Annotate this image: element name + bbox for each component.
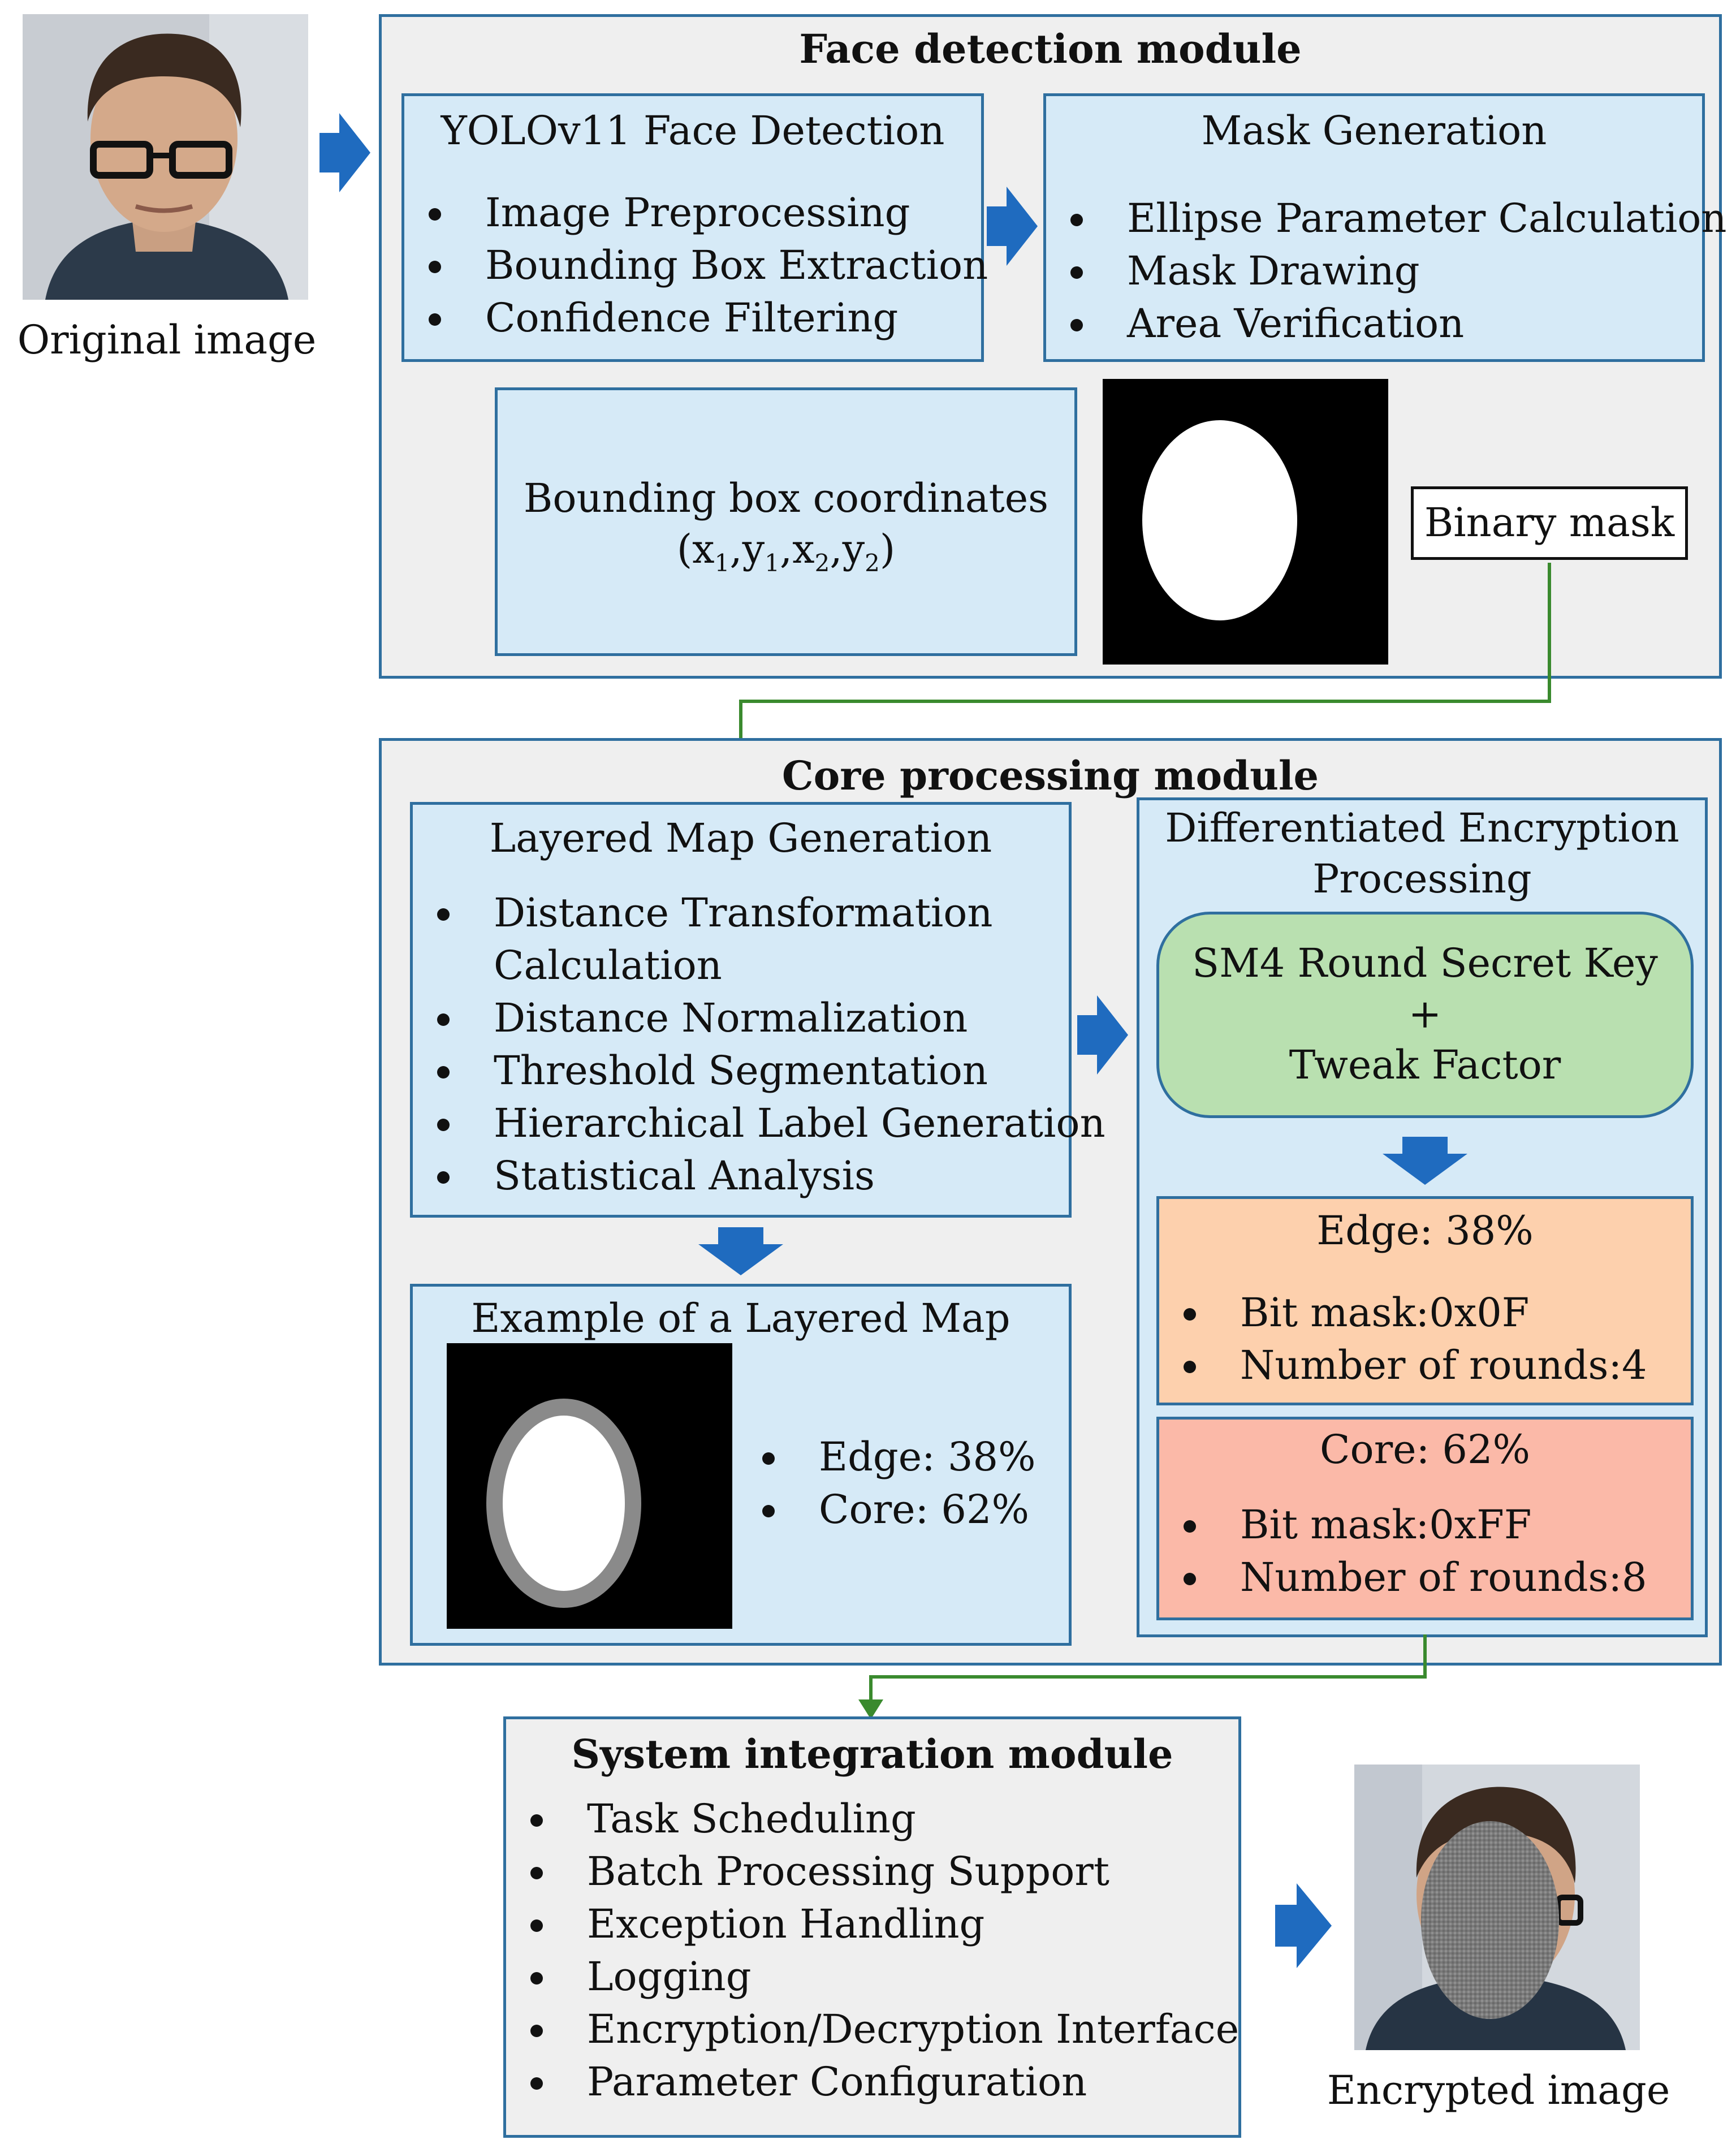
list-item: Bit mask:0x0F: [1173, 1287, 1647, 1339]
list-item: Number of rounds:4: [1173, 1339, 1647, 1392]
list-item: Distance Normalization: [427, 992, 1105, 1045]
list-item: Ellipse Parameter Calculation: [1060, 192, 1726, 245]
list-item: Core: 62%: [752, 1483, 1036, 1536]
yolo-box: YOLOv11 Face Detection Image Preprocessi…: [401, 93, 988, 362]
diff-title-line2: Processing: [1312, 856, 1532, 902]
core-params-list: Bit mask:0xFF Number of rounds:8: [1173, 1499, 1647, 1604]
diff-title-line1: Differentiated Encryption: [1165, 805, 1679, 851]
example-title: Example of a Layered Map: [471, 1295, 1010, 1341]
mask-generation-box: Mask Generation Ellipse Parameter Calcul…: [1043, 93, 1726, 362]
layered-map-image: [447, 1343, 732, 1629]
connector-line: [728, 563, 1551, 800]
list-item: Task Scheduling: [520, 1793, 1239, 1845]
list-item: Edge: 38%: [752, 1431, 1036, 1483]
arrow-right-icon: [1275, 1883, 1332, 1968]
encrypted-image-caption: Encrypted image: [1327, 2067, 1670, 2113]
mask-generation-list: Ellipse Parameter Calculation Mask Drawi…: [1060, 192, 1726, 350]
list-item: Exception Handling: [520, 1898, 1239, 1951]
list-item: Distance Transformation: [427, 887, 1105, 939]
yolo-title: YOLOv11 Face Detection: [441, 107, 945, 154]
mask-generation-title: Mask Generation: [1201, 107, 1547, 154]
list-item: Logging: [520, 1951, 1239, 2003]
binary-mask-image: [1103, 379, 1388, 665]
arrow-right-icon: [1077, 995, 1128, 1075]
list-item: Encryption/Decryption Interface: [520, 2003, 1239, 2056]
edge-list: Bit mask:0x0F Number of rounds:4: [1173, 1287, 1647, 1392]
layered-map-box: Layered Map Generation Distance Transfor…: [410, 802, 1105, 1218]
secret-key-box: SM4 Round Secret Key + Tweak Factor: [1156, 912, 1694, 1118]
arrow-down-icon: [1383, 1137, 1467, 1185]
arrow-down-icon: [698, 1227, 783, 1275]
bounding-box-coordinates-box: Bounding box coordinates (x1,y1,x2,y2): [495, 387, 1077, 656]
connector-line: [858, 1634, 1427, 1719]
list-item: Threshold Segmentation: [427, 1045, 1105, 1097]
bbox-line1: Bounding box coordinates: [523, 475, 1049, 521]
list-item: Confidence Filtering: [418, 292, 988, 344]
core-title: Core processing module: [781, 752, 1319, 799]
original-image-caption: Original image: [17, 317, 317, 363]
list-item: Parameter Configuration: [520, 2056, 1239, 2108]
core-params-box: Core: 62% Bit mask:0xFF Number of rounds…: [1156, 1417, 1694, 1620]
arrow-right-icon: [987, 187, 1038, 266]
list-item: Bounding Box Extraction: [418, 239, 988, 292]
system-title: System integration module: [571, 1731, 1173, 1778]
core-params-title: Core: 62%: [1319, 1426, 1530, 1473]
list-item: Statistical Analysis: [427, 1150, 1105, 1202]
bbox-line2: (x1,y1,x2,y2): [676, 526, 896, 577]
yolo-list: Image Preprocessing Bounding Box Extract…: [418, 187, 988, 344]
list-item: Bit mask:0xFF: [1173, 1499, 1647, 1551]
arrow-right-icon: [319, 113, 370, 192]
list-item: Number of rounds:8: [1173, 1551, 1647, 1604]
list-item: Image Preprocessing: [418, 187, 988, 239]
system-list: Task Scheduling Batch Processing Support…: [520, 1793, 1239, 2108]
list-item: Area Verification: [1060, 297, 1726, 350]
edge-params-box: Edge: 38% Bit mask:0x0F Number of rounds…: [1156, 1196, 1694, 1405]
list-item-continuation: Calculation: [494, 942, 722, 989]
example-list: Edge: 38% Core: 62%: [752, 1431, 1036, 1536]
list-item: Mask Drawing: [1060, 245, 1726, 297]
key-line3: Tweak Factor: [1289, 1042, 1561, 1088]
original-image: [23, 14, 308, 300]
layered-map-title: Layered Map Generation: [489, 815, 992, 861]
list-item: Batch Processing Support: [520, 1845, 1239, 1898]
list-item: Hierarchical Label Generation: [427, 1097, 1105, 1150]
key-line2: +: [1408, 991, 1442, 1037]
system-integration-module: System integration module Task Schedulin…: [503, 1716, 1241, 2138]
layered-map-list: Distance Transformation Calculation Dist…: [427, 887, 1105, 1202]
encrypted-image: [1354, 1765, 1640, 2050]
binary-mask-label: Binary mask: [1411, 486, 1688, 560]
key-line1: SM4 Round Secret Key: [1192, 940, 1658, 986]
face-detection-title: Face detection module: [799, 25, 1302, 72]
edge-title: Edge: 38%: [1316, 1207, 1534, 1254]
